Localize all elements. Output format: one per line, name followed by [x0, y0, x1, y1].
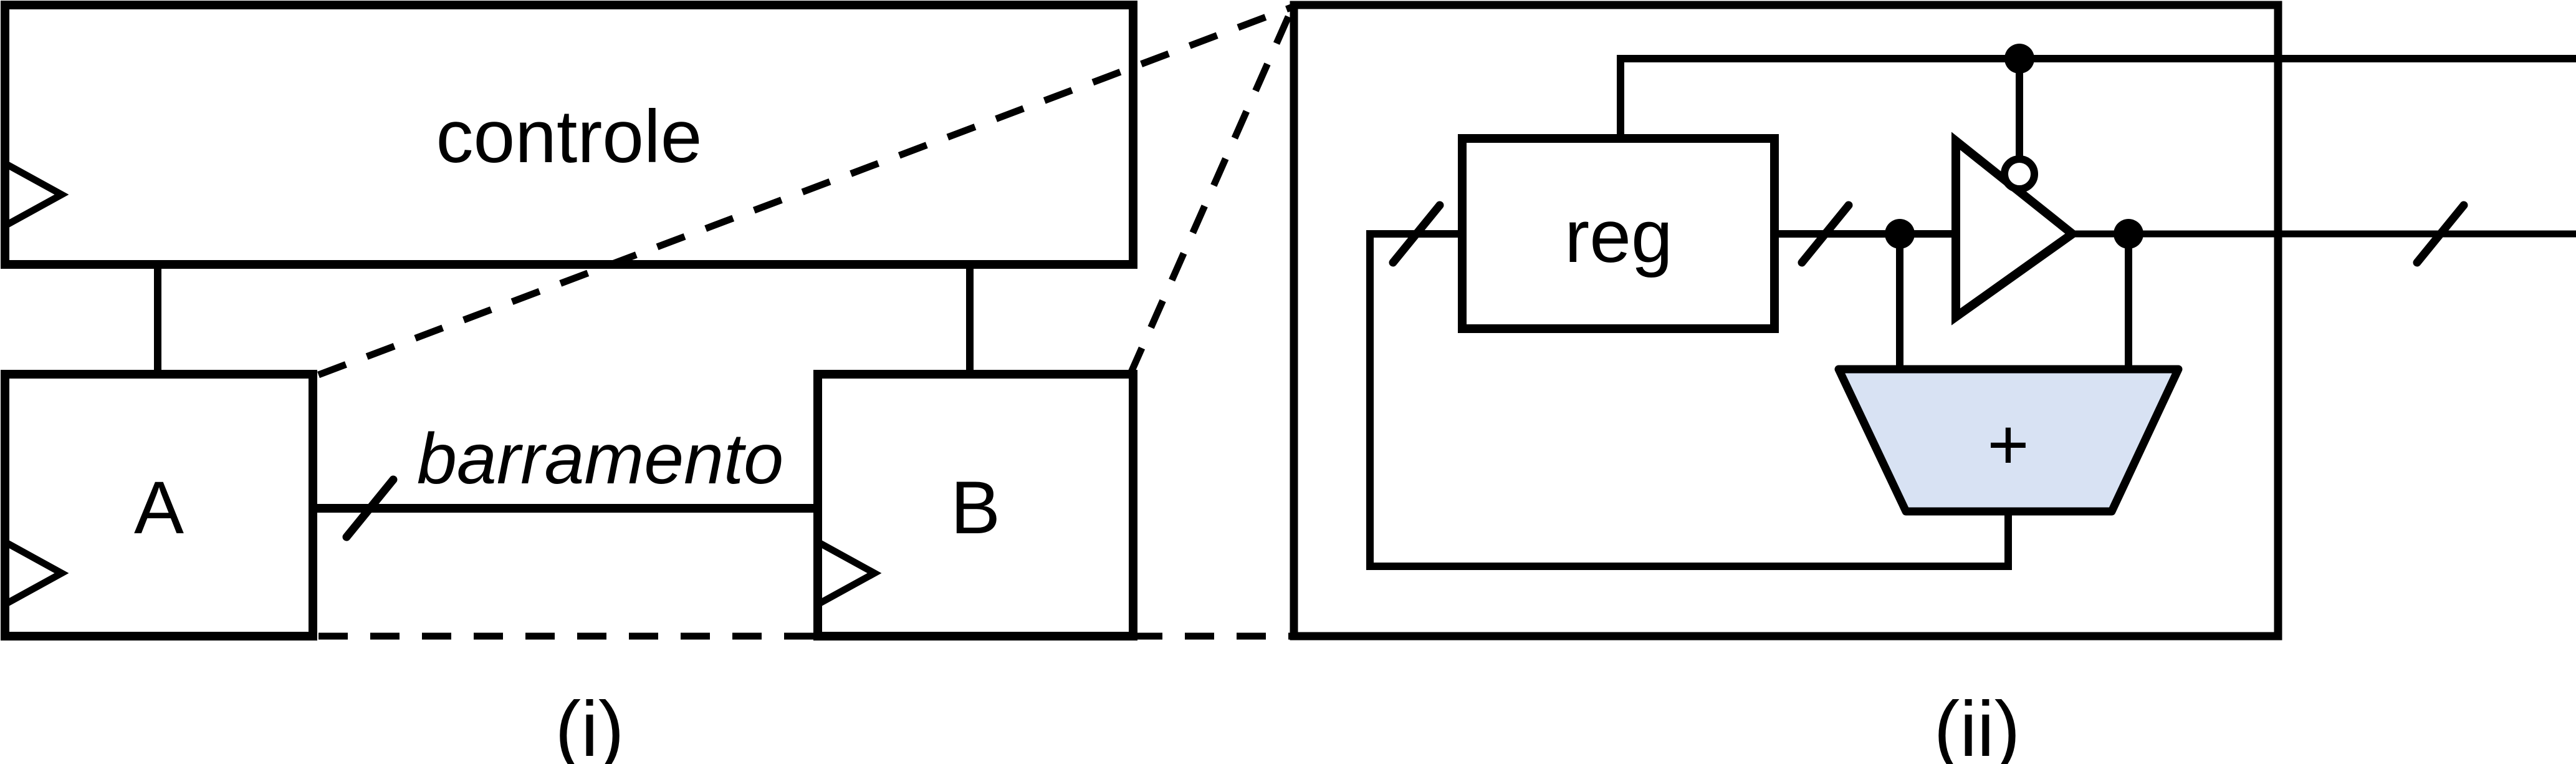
- zoom-guide-top-right-dashed-line: [1126, 5, 1296, 377]
- top-bus-wire: [1617, 55, 2576, 138]
- clock-triangle-icon: [3, 160, 69, 229]
- adder-trapezoid: [1834, 365, 2183, 516]
- inverter-bubble-icon: [2001, 155, 2038, 193]
- bus-width-slash-icon: [1798, 201, 1853, 267]
- control-unit-label: controle: [436, 95, 702, 178]
- bus-width-slash-icon: [1389, 201, 1444, 267]
- caption-panel-ii: (ii): [1934, 686, 2021, 764]
- junction-dot: [2004, 44, 2034, 74]
- bus-label: barramento: [417, 419, 783, 499]
- register-detail-box: [1290, 1, 2282, 641]
- bus-width-slash-icon: [342, 475, 398, 541]
- panel-ii: reg + (ii): [1290, 1, 2576, 764]
- caption-panel-i: (i): [555, 686, 624, 764]
- zoom-guides: [317, 3, 1296, 640]
- adder-feedback-wire: [1366, 230, 2012, 570]
- register-b-box: [813, 370, 1137, 641]
- register-b-label: B: [950, 466, 1000, 549]
- clock-triangle-icon: [816, 539, 882, 607]
- zoom-guide-top-left-dashed-line: [317, 3, 1294, 379]
- junction-dot: [1885, 219, 1915, 249]
- clock-triangle-icon: [3, 539, 69, 607]
- register-a-box: [1, 370, 317, 641]
- bus-width-slash-icon: [2413, 201, 2468, 267]
- register-a-label: A: [134, 466, 184, 549]
- junction-dot: [2114, 219, 2143, 249]
- control-unit-box: [1, 1, 1137, 269]
- reg-label: reg: [1564, 195, 1672, 278]
- adder-plus-label: +: [1987, 405, 2029, 485]
- panel-i: controle A B barramento (i): [1, 1, 1137, 764]
